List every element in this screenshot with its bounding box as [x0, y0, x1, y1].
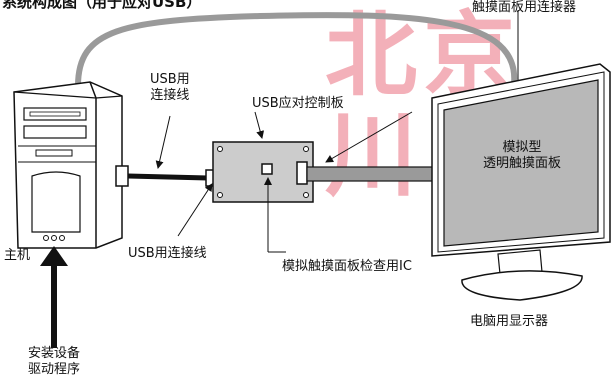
usb-cable-label-top: USB用 连接线: [150, 72, 190, 103]
touch-panel-connector-label: 触摸面板用连接器: [472, 0, 577, 15]
monitor-screen-label: 模拟型 透明触摸面板: [482, 140, 561, 171]
monitor: [431, 63, 611, 301]
usb-control-board-label: USB应对控制板: [252, 96, 344, 111]
pc-tower: [13, 81, 129, 249]
overhead-cable: [75, 12, 518, 87]
flat-cable: [306, 166, 450, 182]
usb-cable-label-bottom: USB用连接线: [128, 246, 207, 261]
analog-ic-label: 模拟触摸面板检查用IC: [282, 259, 412, 274]
usb-control-board: [212, 141, 314, 203]
diagram-title: 系统构成图（用于应对USB）: [2, 0, 202, 11]
monitor-caption: 电脑用显示器: [470, 314, 549, 329]
host-label: 主机: [4, 248, 31, 263]
driver-install-label: 安装设备 驱动程序: [27, 346, 80, 377]
usb-cable: [127, 173, 209, 181]
